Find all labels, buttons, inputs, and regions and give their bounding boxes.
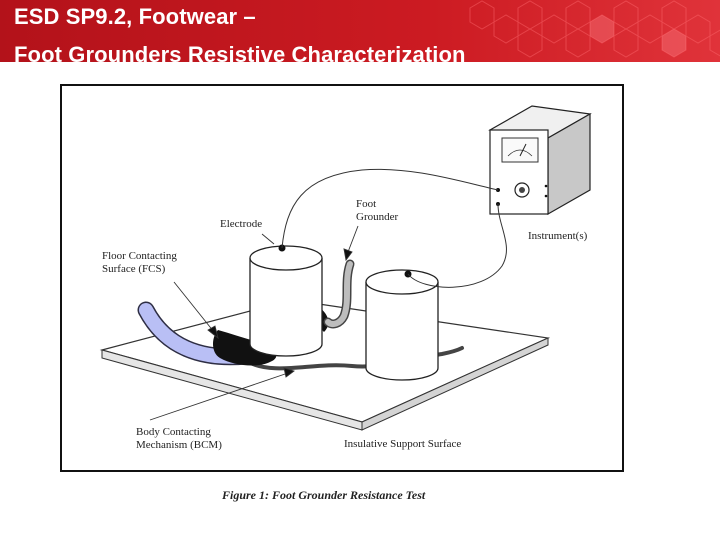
foot-grounder-leader-line bbox=[347, 225, 359, 253]
bcm-arrow-head bbox=[283, 367, 295, 378]
label-electrode: Electrode bbox=[220, 218, 263, 230]
electrode-cylinder bbox=[249, 244, 323, 357]
label-foot-grounder-line2: Grounder bbox=[356, 211, 399, 223]
foot-grounder-contact bbox=[213, 330, 277, 366]
fcs-leader-line bbox=[173, 281, 215, 333]
label-foot-grounder-line1: Foot bbox=[356, 198, 377, 210]
figure-caption: Figure 1: Foot Grounder Resistance Test bbox=[222, 488, 426, 502]
fcs-arrow-head bbox=[207, 325, 219, 340]
bcm-leader-line bbox=[149, 372, 289, 421]
foot-grounder-arrow-head bbox=[343, 248, 353, 262]
electrode-wire bbox=[281, 168, 499, 249]
label-bcm-line1: Body Contacting bbox=[136, 426, 211, 438]
instrument-wire bbox=[407, 203, 507, 288]
label-fcs-line2: Surface (FCS) bbox=[102, 263, 166, 275]
label-fcs-line1: Floor Contacting bbox=[102, 250, 177, 262]
label-instruments: Instrument(s) bbox=[528, 230, 588, 242]
slide-header: ESD SP9.2, Footwear – Foot Grounders Res… bbox=[0, 0, 720, 62]
slide-title-line2: Foot Grounders Resistive Characterizatio… bbox=[14, 42, 466, 62]
label-insulative-support-surface: Insulative Support Surface bbox=[344, 438, 462, 450]
foot-grounder-strap bbox=[325, 261, 353, 327]
instrument-box bbox=[488, 105, 592, 216]
slide-title-line1: ESD SP9.2, Footwear – bbox=[14, 4, 256, 29]
electrode-leader-line bbox=[261, 233, 275, 245]
test-setup-diagram bbox=[99, 105, 592, 431]
foot-grounder-test-figure: Electrode Foot Grounder Instrument(s) Fl… bbox=[60, 84, 624, 472]
header-hexagon-pattern bbox=[0, 0, 720, 62]
second-electrode-cylinder bbox=[365, 269, 439, 381]
label-bcm-line2: Mechanism (BCM) bbox=[136, 439, 222, 451]
